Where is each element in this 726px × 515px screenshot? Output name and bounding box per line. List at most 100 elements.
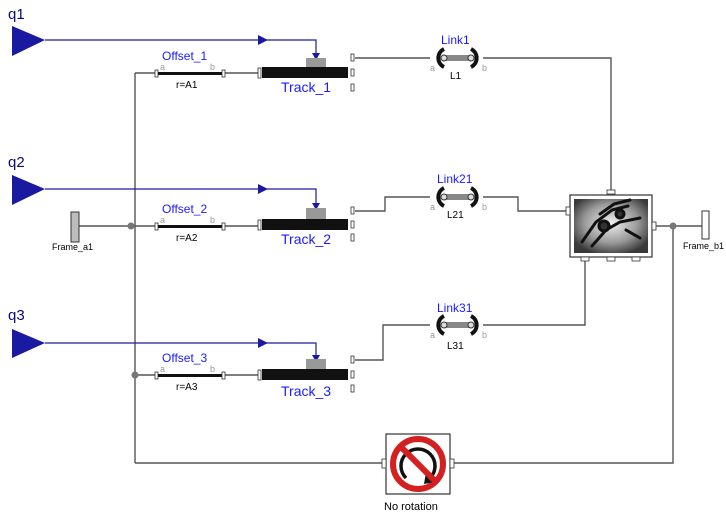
link-joint-right	[467, 321, 475, 329]
track-port-r3	[350, 233, 355, 242]
offset-rod	[158, 374, 222, 377]
gripper-icon	[580, 198, 642, 248]
port-a-label: a	[430, 330, 435, 340]
link-right-cup	[469, 186, 479, 208]
link-joint-left	[440, 193, 448, 201]
input-port-triangle	[12, 26, 45, 56]
link-31[interactable]: Link31 a b L31	[430, 301, 487, 352]
link-body	[444, 55, 471, 61]
offset-port-b	[221, 69, 226, 78]
input-q3[interactable]: q3	[8, 307, 45, 358]
input-label: q1	[8, 6, 25, 23]
track-port-left	[257, 67, 262, 79]
track-port-r1	[350, 53, 355, 62]
track-rail	[262, 369, 348, 380]
link-body	[444, 322, 471, 328]
track-port-r3	[350, 384, 355, 393]
offset-param: r=A1	[176, 80, 198, 91]
offset-1[interactable]: Offset_1 a b r=A1	[154, 49, 226, 91]
port-b-label: b	[482, 202, 487, 212]
track-rail	[262, 67, 348, 78]
gripper-port-top	[606, 189, 616, 195]
track-port-r3	[350, 83, 355, 92]
track-slider	[306, 58, 326, 67]
track-slider	[306, 208, 326, 220]
link-name: Link1	[441, 33, 470, 47]
gripper-port-bottom-3	[631, 256, 641, 262]
gripper-port-bottom-1	[580, 256, 590, 262]
no-rotation-label: No rotation	[384, 501, 438, 513]
link-right-cup	[469, 47, 479, 69]
port-b-label: b	[482, 330, 487, 340]
port-a-label: a	[430, 63, 435, 73]
no-rotation-icon	[390, 436, 446, 492]
link-right-cup	[469, 314, 479, 336]
link-left-cup	[436, 47, 446, 69]
frame-label: Frame_b1	[683, 241, 724, 251]
link-name: Link31	[437, 301, 473, 315]
track-name: Track_1	[281, 79, 331, 95]
gripper-port-left	[565, 206, 571, 216]
track-2[interactable]: Track_2	[257, 206, 355, 247]
link-1[interactable]: Link1 a b L1	[430, 33, 487, 82]
mechanical-connections	[79, 57, 703, 464]
offset-name: Offset_1	[162, 49, 207, 63]
offset-2[interactable]: Offset_2 a b r=A2	[154, 202, 226, 244]
offset-name: Offset_3	[162, 351, 207, 365]
junction-dot	[131, 371, 139, 379]
link-param: L31	[447, 341, 464, 352]
link-joint-right	[467, 54, 475, 62]
port-b-label: b	[210, 62, 215, 72]
input-q1[interactable]: q1	[8, 6, 45, 56]
no-rotation-block[interactable]: No rotation	[381, 433, 455, 513]
offset-rod	[158, 72, 222, 75]
no-rotation-port-left	[381, 458, 387, 469]
link-param: L1	[450, 71, 462, 82]
offset-3[interactable]: Offset_3 a b r=A3	[154, 351, 226, 393]
track-name: Track_3	[281, 383, 331, 399]
input-label: q2	[8, 154, 25, 171]
offset-param: r=A3	[176, 382, 198, 393]
frame-label: Frame_a1	[52, 242, 93, 252]
frame-a1[interactable]: Frame_a1	[52, 211, 93, 252]
offset-port-a	[154, 69, 159, 78]
port-a-label: a	[160, 62, 165, 72]
input-q2[interactable]: q2	[8, 154, 45, 205]
frame-connector	[70, 211, 80, 243]
track-name: Track_2	[281, 231, 331, 247]
port-b-label: b	[210, 215, 215, 225]
port-a-label: a	[160, 215, 165, 225]
link-joint-left	[440, 54, 448, 62]
track-port-r1	[350, 206, 355, 215]
input-port-triangle	[12, 175, 45, 205]
offset-port-a	[154, 371, 159, 380]
gripper-port-bottom-2	[606, 256, 616, 262]
link-joint-left	[440, 321, 448, 329]
track-slider	[306, 359, 326, 369]
input-port-triangle	[12, 329, 45, 358]
input-label: q3	[8, 307, 25, 324]
gripper-block[interactable]	[565, 189, 657, 262]
offset-rod	[158, 225, 222, 228]
port-a-label: a	[430, 202, 435, 212]
link-left-cup	[436, 186, 446, 208]
port-b-label: b	[482, 63, 487, 73]
offset-name: Offset_2	[162, 202, 207, 216]
link-21[interactable]: Link21 a b L21	[430, 172, 487, 221]
track-3[interactable]: Track_3	[257, 355, 355, 399]
link-left-cup	[436, 314, 446, 336]
junction-dot	[127, 222, 135, 230]
track-port-left	[257, 369, 262, 381]
track-1[interactable]: Track_1	[257, 53, 355, 95]
port-b-label: b	[210, 364, 215, 374]
track-port-r2	[350, 68, 355, 77]
junction-dot	[669, 222, 677, 230]
track-port-r2	[350, 370, 355, 379]
frame-b1[interactable]: Frame_b1	[683, 210, 724, 251]
track-port-r2	[350, 220, 355, 229]
offset-port-b	[221, 371, 226, 380]
offset-param: r=A2	[176, 233, 198, 244]
frame-connector	[701, 210, 710, 240]
link-body	[444, 194, 471, 200]
